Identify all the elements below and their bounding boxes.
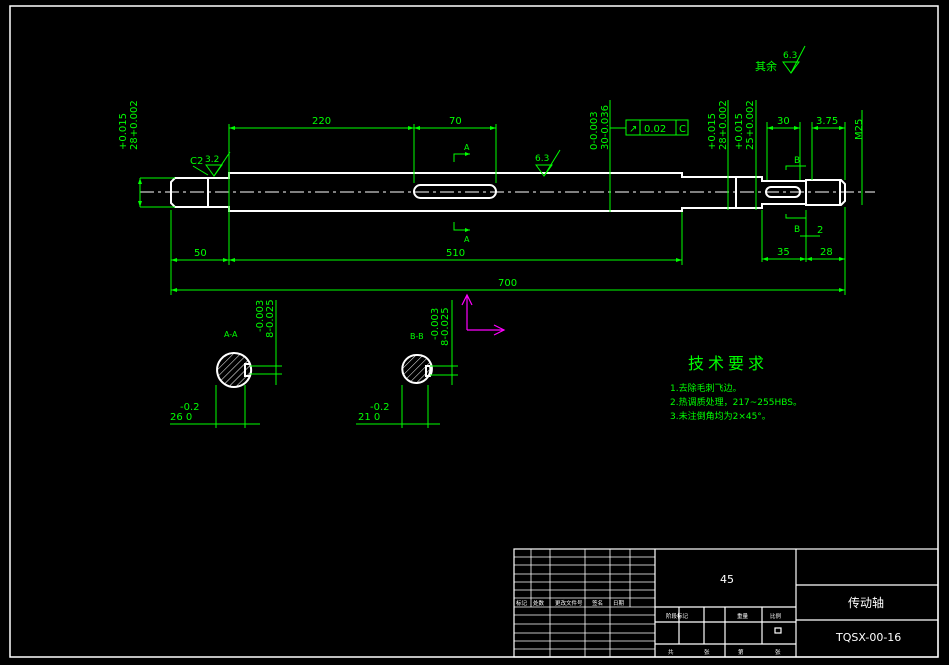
tol-r1-a: +0.015 bbox=[707, 113, 718, 150]
section-b-tol-a: -0.003 bbox=[430, 308, 441, 340]
dim-30: 30 bbox=[777, 116, 790, 127]
section-b-view: B-B -0.003 8-0.025 -0.2 21 0 bbox=[356, 300, 458, 428]
row-label-2: 更改文件号 bbox=[555, 599, 583, 607]
dim-70: 70 bbox=[449, 116, 462, 127]
section-b-tol-b: 8-0.025 bbox=[440, 307, 451, 346]
tech-req-item-2: 2.热调质处理，217~255HBS。 bbox=[670, 398, 802, 408]
stage-label-2: 比例 bbox=[770, 612, 782, 620]
tol-left-a: +0.015 bbox=[118, 113, 129, 150]
footer-label-3: 张 bbox=[775, 648, 781, 656]
drawing-number: TQSX-00-16 bbox=[835, 631, 901, 644]
section-b-label: B-B bbox=[410, 332, 424, 341]
tol-r2-b: 25+0.002 bbox=[745, 100, 756, 150]
geom-tol-symbol: ↗ bbox=[629, 124, 637, 135]
section-a-dia: 26 0 bbox=[170, 412, 192, 423]
dimension-arrows bbox=[138, 126, 845, 292]
section-mark-a-bottom: A bbox=[464, 235, 470, 244]
thread-m25: M25 bbox=[854, 119, 865, 140]
dimension-lines bbox=[139, 45, 863, 295]
tol-r1-b: 28+0.002 bbox=[718, 100, 729, 150]
tech-req-item-3: 3.未注倒角均为2×45°。 bbox=[670, 412, 771, 422]
tol-r2-a: +0.015 bbox=[734, 113, 745, 150]
material: 45 bbox=[720, 573, 734, 586]
part-name: 传动轴 bbox=[848, 595, 884, 610]
section-a-tol-b: 8-0.025 bbox=[265, 299, 276, 338]
ucs-axis-icon bbox=[461, 293, 506, 336]
section-mark-b-top: B bbox=[794, 156, 800, 166]
row-label-0: 标记 bbox=[516, 599, 528, 607]
section-mark-b-bottom: B bbox=[794, 225, 800, 235]
dim-700: 700 bbox=[498, 278, 517, 289]
tech-req-title: 技术要求 bbox=[688, 354, 769, 373]
dim-3-75: 3.75 bbox=[816, 116, 838, 127]
section-a-dia-top: -0.2 bbox=[180, 402, 200, 413]
dim-50: 50 bbox=[194, 248, 207, 259]
title-block bbox=[513, 548, 939, 658]
geom-tol-value: 0.02 bbox=[644, 124, 666, 135]
row-label-1: 处数 bbox=[533, 599, 545, 607]
dim-28: 28 bbox=[820, 247, 833, 258]
roughness-rest-value: 6.3 bbox=[783, 51, 797, 61]
stage-label-1: 重量 bbox=[737, 612, 749, 620]
drawing-frame bbox=[9, 5, 939, 658]
tol-mid-b: 30-0.036 bbox=[600, 105, 611, 150]
row-label-4: 日期 bbox=[613, 600, 625, 607]
title-block-text: 45 传动轴 TQSX-00-16 标记 处数 更改文件号 签名 日期 阶段标记… bbox=[516, 573, 901, 656]
footer-label-0: 共 bbox=[668, 648, 674, 656]
footer-label-1: 张 bbox=[704, 648, 710, 656]
section-a-label: A-A bbox=[224, 330, 238, 339]
stage-label-0: 阶段标记 bbox=[666, 612, 689, 620]
section-a-tol-a: -0.003 bbox=[255, 300, 266, 332]
footer-label-2: 第 bbox=[738, 648, 744, 656]
technical-requirements: 技术要求 1.去除毛刺飞边。 2.热调质处理，217~255HBS。 3.未注倒… bbox=[670, 350, 802, 424]
dim-35: 35 bbox=[777, 247, 790, 258]
section-a-view: A-A -0.003 8-0.025 -0.2 26 0 bbox=[170, 299, 282, 428]
dim-220: 220 bbox=[312, 116, 331, 127]
chamfer-c2: C2 bbox=[190, 156, 203, 167]
dimension-labels: 220 70 30 3.75 50 510 700 35 28 2 C2 3.2… bbox=[118, 51, 865, 289]
row-label-3: 签名 bbox=[592, 599, 603, 607]
roughness-rest-label: 其余 bbox=[755, 59, 777, 73]
geom-tol-datum: C bbox=[679, 124, 686, 135]
section-b-dia-top: -0.2 bbox=[370, 402, 390, 413]
tol-left-b: 28+0.002 bbox=[129, 100, 140, 150]
section-mark-a-top: A bbox=[464, 143, 470, 152]
dim-510: 510 bbox=[446, 248, 465, 259]
section-b-dia: 21 0 bbox=[358, 412, 380, 423]
tech-req-item-1: 1.去除毛刺飞边。 bbox=[670, 384, 742, 394]
roughness-6-3: 6.3 bbox=[535, 154, 549, 164]
roughness-3-2: 3.2 bbox=[205, 155, 219, 165]
dim-2: 2 bbox=[817, 225, 823, 236]
tol-mid-a: 0-0.003 bbox=[589, 111, 600, 150]
